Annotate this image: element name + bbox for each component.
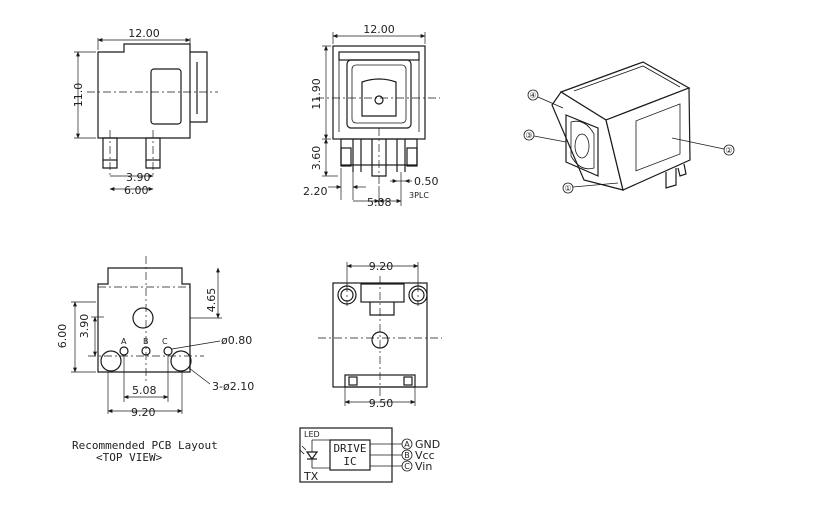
pcb-title: Recommended PCB Layout	[72, 439, 218, 452]
pin-a-letter: A	[404, 440, 410, 449]
pcb-mount-hole-label: 3-ø2.10	[212, 380, 254, 393]
pin-b-name: Vcc	[415, 449, 435, 462]
side-view: 12.00 11.90 3.60 2.20 5.08 0.50 3PLC	[303, 23, 440, 209]
front-pin-spacing-label: 3.90	[126, 171, 151, 184]
pcb-pin-b-label: B	[143, 337, 149, 346]
side-width-label: 12.00	[363, 23, 395, 36]
front-height-label: 11.0	[72, 83, 85, 108]
side-lead-width-label: 0.50	[414, 175, 439, 188]
pin-b-letter: B	[404, 451, 410, 460]
chip-label-line2: IC	[343, 455, 356, 468]
pcb-subtitle: <TOP VIEW>	[96, 451, 163, 464]
pcb-pin-height-label: 3.90	[78, 314, 91, 339]
side-lead-width-note: 3PLC	[409, 191, 429, 200]
tx-label: TX	[303, 470, 319, 483]
bottom-view: 9.20 9.50	[318, 260, 442, 410]
pcb-pin-a-label: A	[121, 337, 127, 346]
side-pitch-label: 5.08	[367, 196, 392, 209]
callout-3: ③	[525, 131, 532, 140]
pcb-pin-c-label: C	[162, 337, 168, 346]
front-width-label: 12.00	[128, 27, 160, 40]
pcb-pitch-label: 5.08	[132, 384, 157, 397]
pin-c-name: Vin	[415, 460, 432, 473]
led-label: LED	[304, 430, 320, 439]
pcb-total-height-label: 6.00	[56, 324, 69, 349]
callout-4: ④	[529, 91, 536, 100]
pcb-layout: A B C 6.00 3.90 4.65 ø0.80 3-ø2.10 5.08 …	[56, 256, 254, 464]
pin-a-name: GND	[415, 438, 440, 451]
callout-2: ②	[725, 146, 732, 155]
pcb-width-label: 9.20	[131, 406, 156, 419]
front-pin-span-label: 6.00	[124, 184, 149, 197]
pcb-offset-label: 4.65	[205, 288, 218, 313]
schematic: LED DRIVE IC TX A B C GND Vcc Vin	[299, 427, 440, 483]
pin-c-letter: C	[404, 462, 410, 471]
bottom-top-width-label: 9.20	[369, 260, 394, 273]
perspective-view: ④ ③ ② ①	[523, 61, 735, 194]
bottom-bottom-width-label: 9.50	[369, 397, 394, 410]
side-standoff-label: 2.20	[303, 185, 328, 198]
callout-1: ①	[564, 184, 571, 193]
pcb-pin-hole-label: ø0.80	[221, 334, 252, 347]
side-lead-length-label: 3.60	[310, 146, 323, 171]
side-height-label: 11.90	[310, 78, 323, 110]
chip-label-line1: DRIVE	[333, 442, 366, 455]
front-view: 12.00 11.0 3.90 6.00	[72, 27, 218, 197]
